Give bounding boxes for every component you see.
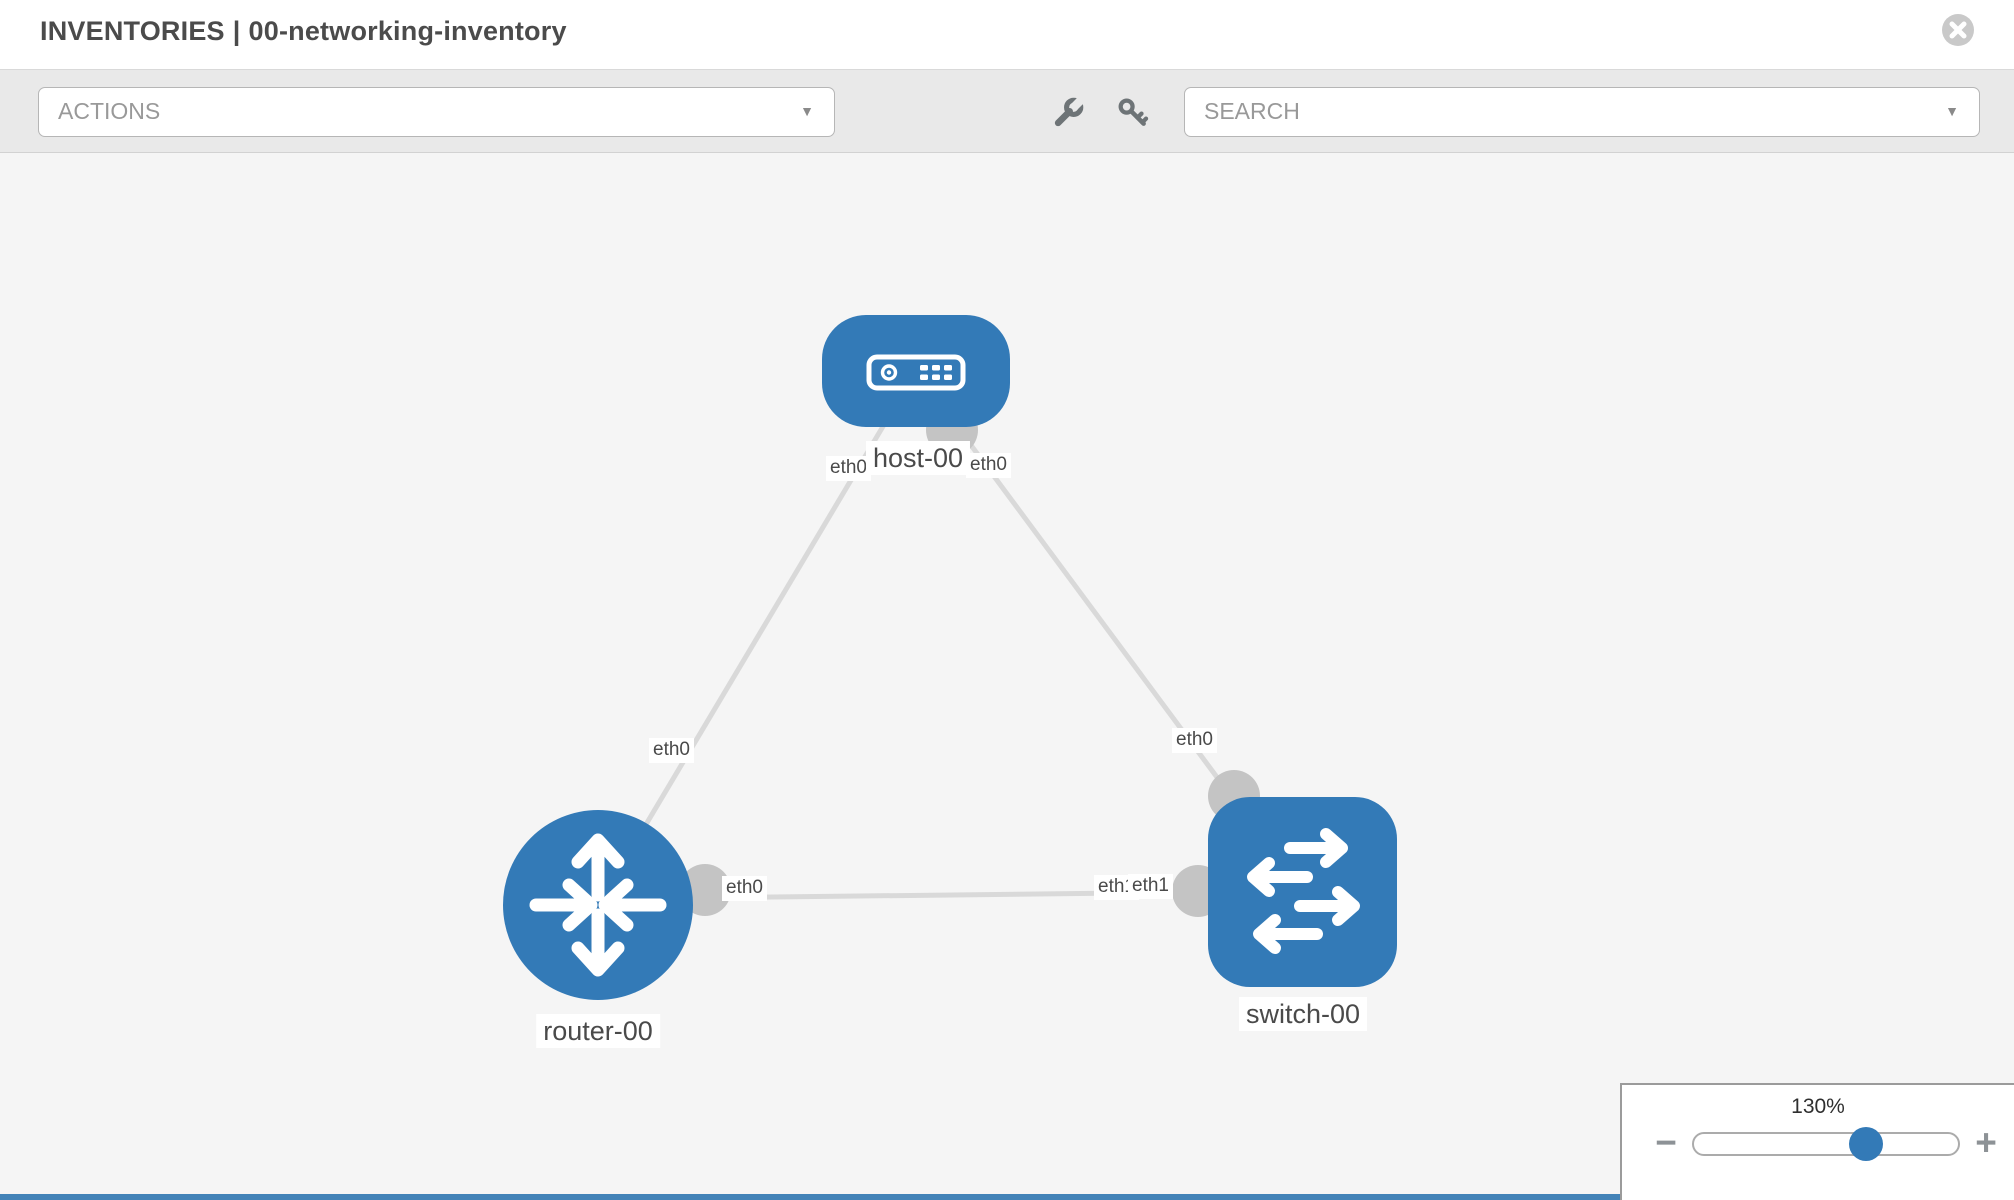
close-button[interactable] xyxy=(1941,13,1975,47)
iface-label-router-eth0-mid: eth0 xyxy=(722,876,767,901)
node-label-switch-00: switch-00 xyxy=(1238,997,1368,1032)
node-host-00[interactable] xyxy=(822,315,1010,427)
chevron-down-icon: ▼ xyxy=(1945,103,1959,119)
title-separator: | xyxy=(232,16,241,46)
switch-icon xyxy=(1247,828,1360,954)
toolbar: ACTIONS ▼ SEARCH ▼ xyxy=(0,70,2014,153)
key-button[interactable] xyxy=(1116,96,1150,130)
topology-canvas[interactable]: eth0 eth0 eth0 eth0 eth0 eth1 eth1 host-… xyxy=(0,153,2014,1200)
interface-connectors xyxy=(679,404,1260,917)
zoom-level-value: 130% xyxy=(1791,1095,1845,1118)
toolbox-button[interactable] xyxy=(1051,93,1088,130)
header: INVENTORIES|00-networking-inventory xyxy=(0,0,2014,70)
chevron-down-icon: ▼ xyxy=(800,103,814,119)
node-label-host-00: host-00 xyxy=(865,441,971,476)
zoom-out-button[interactable]: − xyxy=(1646,1121,1686,1165)
node-router-00[interactable] xyxy=(503,810,693,1000)
title-inventory-name: 00-networking-inventory xyxy=(248,16,567,46)
close-icon xyxy=(1942,14,1974,46)
iface-label-switch-eth1: eth1 xyxy=(1128,874,1173,899)
zoom-slider-thumb[interactable] xyxy=(1849,1127,1883,1161)
node-label-router-00: router-00 xyxy=(536,1014,660,1049)
page-title: INVENTORIES|00-networking-inventory xyxy=(40,16,567,47)
zoom-in-button[interactable]: + xyxy=(1966,1121,2006,1165)
iface-label-switch-eth0-diag: eth0 xyxy=(1172,728,1217,753)
zoom-slider[interactable] xyxy=(1692,1127,1960,1161)
iface-label-router-eth0-diag: eth0 xyxy=(649,738,694,763)
actions-dropdown[interactable]: ACTIONS ▼ xyxy=(38,87,835,137)
zoom-control-panel: 130% − + xyxy=(1620,1083,2014,1200)
search-dropdown-label: SEARCH xyxy=(1204,98,1300,124)
iface-label-host-eth0-left: eth0 xyxy=(826,456,871,481)
node-switch-00[interactable] xyxy=(1208,797,1397,987)
key-icon xyxy=(1118,98,1149,126)
actions-dropdown-label: ACTIONS xyxy=(58,98,161,124)
wrench-icon xyxy=(1054,93,1088,127)
router-icon xyxy=(529,833,667,977)
search-dropdown[interactable]: SEARCH ▼ xyxy=(1184,87,1980,137)
host-icon xyxy=(866,354,966,391)
bottom-accent-bar xyxy=(0,1194,1620,1200)
title-section: INVENTORIES xyxy=(40,16,225,46)
iface-label-host-eth0-right: eth0 xyxy=(966,453,1011,478)
